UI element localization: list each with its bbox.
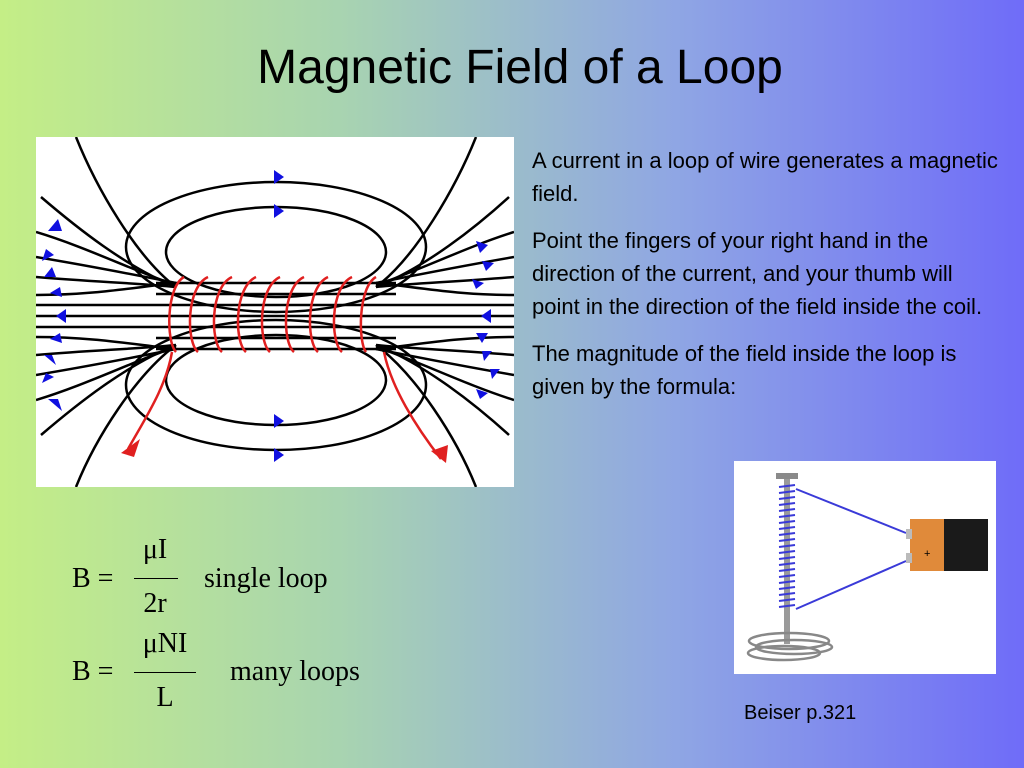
fraction-bar [134, 578, 178, 579]
coil-turn [168, 275, 185, 353]
paper-clip [754, 638, 834, 656]
field-arrow [50, 287, 62, 297]
paragraph: A current in a loop of wire generates a … [532, 148, 998, 206]
field-arrow [44, 267, 56, 277]
formula-lhs: B = [72, 563, 114, 594]
coil-turn [308, 275, 329, 353]
wire-bottom [795, 560, 907, 610]
formula-lhs: B = [72, 656, 114, 687]
coil-turn [188, 275, 209, 353]
coil-winding [778, 598, 796, 602]
field-arrow [472, 279, 484, 289]
field-line [74, 137, 478, 288]
formula-denominator: 2r [143, 588, 167, 619]
formula-denominator: L [156, 682, 174, 713]
coil-winding [778, 586, 796, 590]
wire-top [795, 488, 907, 534]
field-arrow [274, 170, 284, 184]
field-line [36, 343, 514, 357]
formula-single-loop: B = μI 2r single loop [72, 534, 392, 626]
coil-winding [778, 496, 796, 500]
field-arrow [48, 399, 62, 411]
current-arrow-right [431, 445, 448, 463]
coil-winding [778, 568, 796, 572]
coil-winding [778, 532, 796, 536]
coil-turn [359, 275, 377, 353]
field-line [36, 347, 514, 377]
coil-winding [778, 562, 796, 566]
coil-turn [284, 275, 305, 353]
field-arrow [56, 309, 66, 323]
citation: Beiser p.321 [744, 702, 857, 724]
lead-wire-left [126, 351, 174, 450]
coil-turn [236, 275, 257, 353]
coil-turn [212, 275, 233, 353]
current-arrow-left [121, 439, 140, 457]
battery-terminal [906, 529, 912, 539]
formula-many-loops: B = μNI L many loops [72, 628, 412, 724]
field-arrow [274, 414, 284, 428]
paper-clip [747, 631, 831, 651]
slide-title: Magnetic Field of a Loop [257, 41, 783, 94]
field-arrow [274, 448, 284, 462]
coil-turn [332, 275, 353, 353]
coil-winding [778, 484, 796, 488]
coil-winding [778, 520, 796, 524]
field-line [36, 345, 514, 402]
coil-winding [778, 526, 796, 530]
field-line [40, 196, 510, 289]
formula-label: single loop [204, 563, 328, 594]
paragraph: Point the fingers of your right hand in … [532, 228, 983, 319]
field-arrow [481, 309, 491, 323]
field-arrow [476, 333, 488, 343]
field-arrow [50, 333, 62, 343]
field-arrow [42, 249, 54, 261]
coil-field-diagram [36, 137, 514, 487]
field-line [36, 230, 514, 287]
coil-winding [778, 592, 796, 596]
field-arrow [48, 219, 62, 231]
field-arrow [482, 261, 494, 271]
field-arrow [44, 355, 56, 365]
coil-winding [778, 502, 796, 506]
coil-winding [778, 604, 796, 608]
paragraph: The magnitude of the field inside the lo… [532, 341, 957, 399]
field-loop [124, 180, 428, 314]
field-arrow [42, 373, 54, 383]
formula-label: many loops [230, 656, 360, 687]
field-arrow [476, 389, 488, 399]
coil-turn [260, 275, 281, 353]
field-arrow [482, 351, 492, 361]
paper-clip [746, 644, 822, 662]
coil-winding [778, 490, 796, 494]
nail-head [776, 473, 798, 479]
coil-winding [778, 538, 796, 542]
field-line [74, 344, 478, 487]
coil-winding [778, 574, 796, 578]
formula-numerator: μNI [142, 628, 188, 659]
battery-plus-mark: + [924, 548, 930, 560]
electromagnet-svg: + [746, 473, 988, 662]
electromagnet-photo: + [734, 461, 996, 674]
coil-winding [778, 514, 796, 518]
fraction-bar [134, 672, 196, 673]
coil-winding [778, 508, 796, 512]
coil-winding [778, 550, 796, 554]
field-lines-svg [36, 137, 514, 487]
formula-numerator: μI [142, 534, 168, 565]
nail-shaft [784, 479, 790, 644]
explanation-text: A current in a loop of wire generates a … [532, 144, 1002, 417]
battery-terminal [906, 553, 912, 563]
field-arrow [476, 241, 488, 253]
field-arrow [490, 369, 500, 379]
field-arrow [274, 204, 284, 218]
lead-wire-right [382, 351, 442, 460]
coil-winding [778, 556, 796, 560]
field-line [40, 343, 510, 436]
coil-winding [778, 544, 796, 548]
battery-band [910, 519, 944, 571]
field-line [36, 275, 514, 289]
coil-winding [778, 580, 796, 584]
